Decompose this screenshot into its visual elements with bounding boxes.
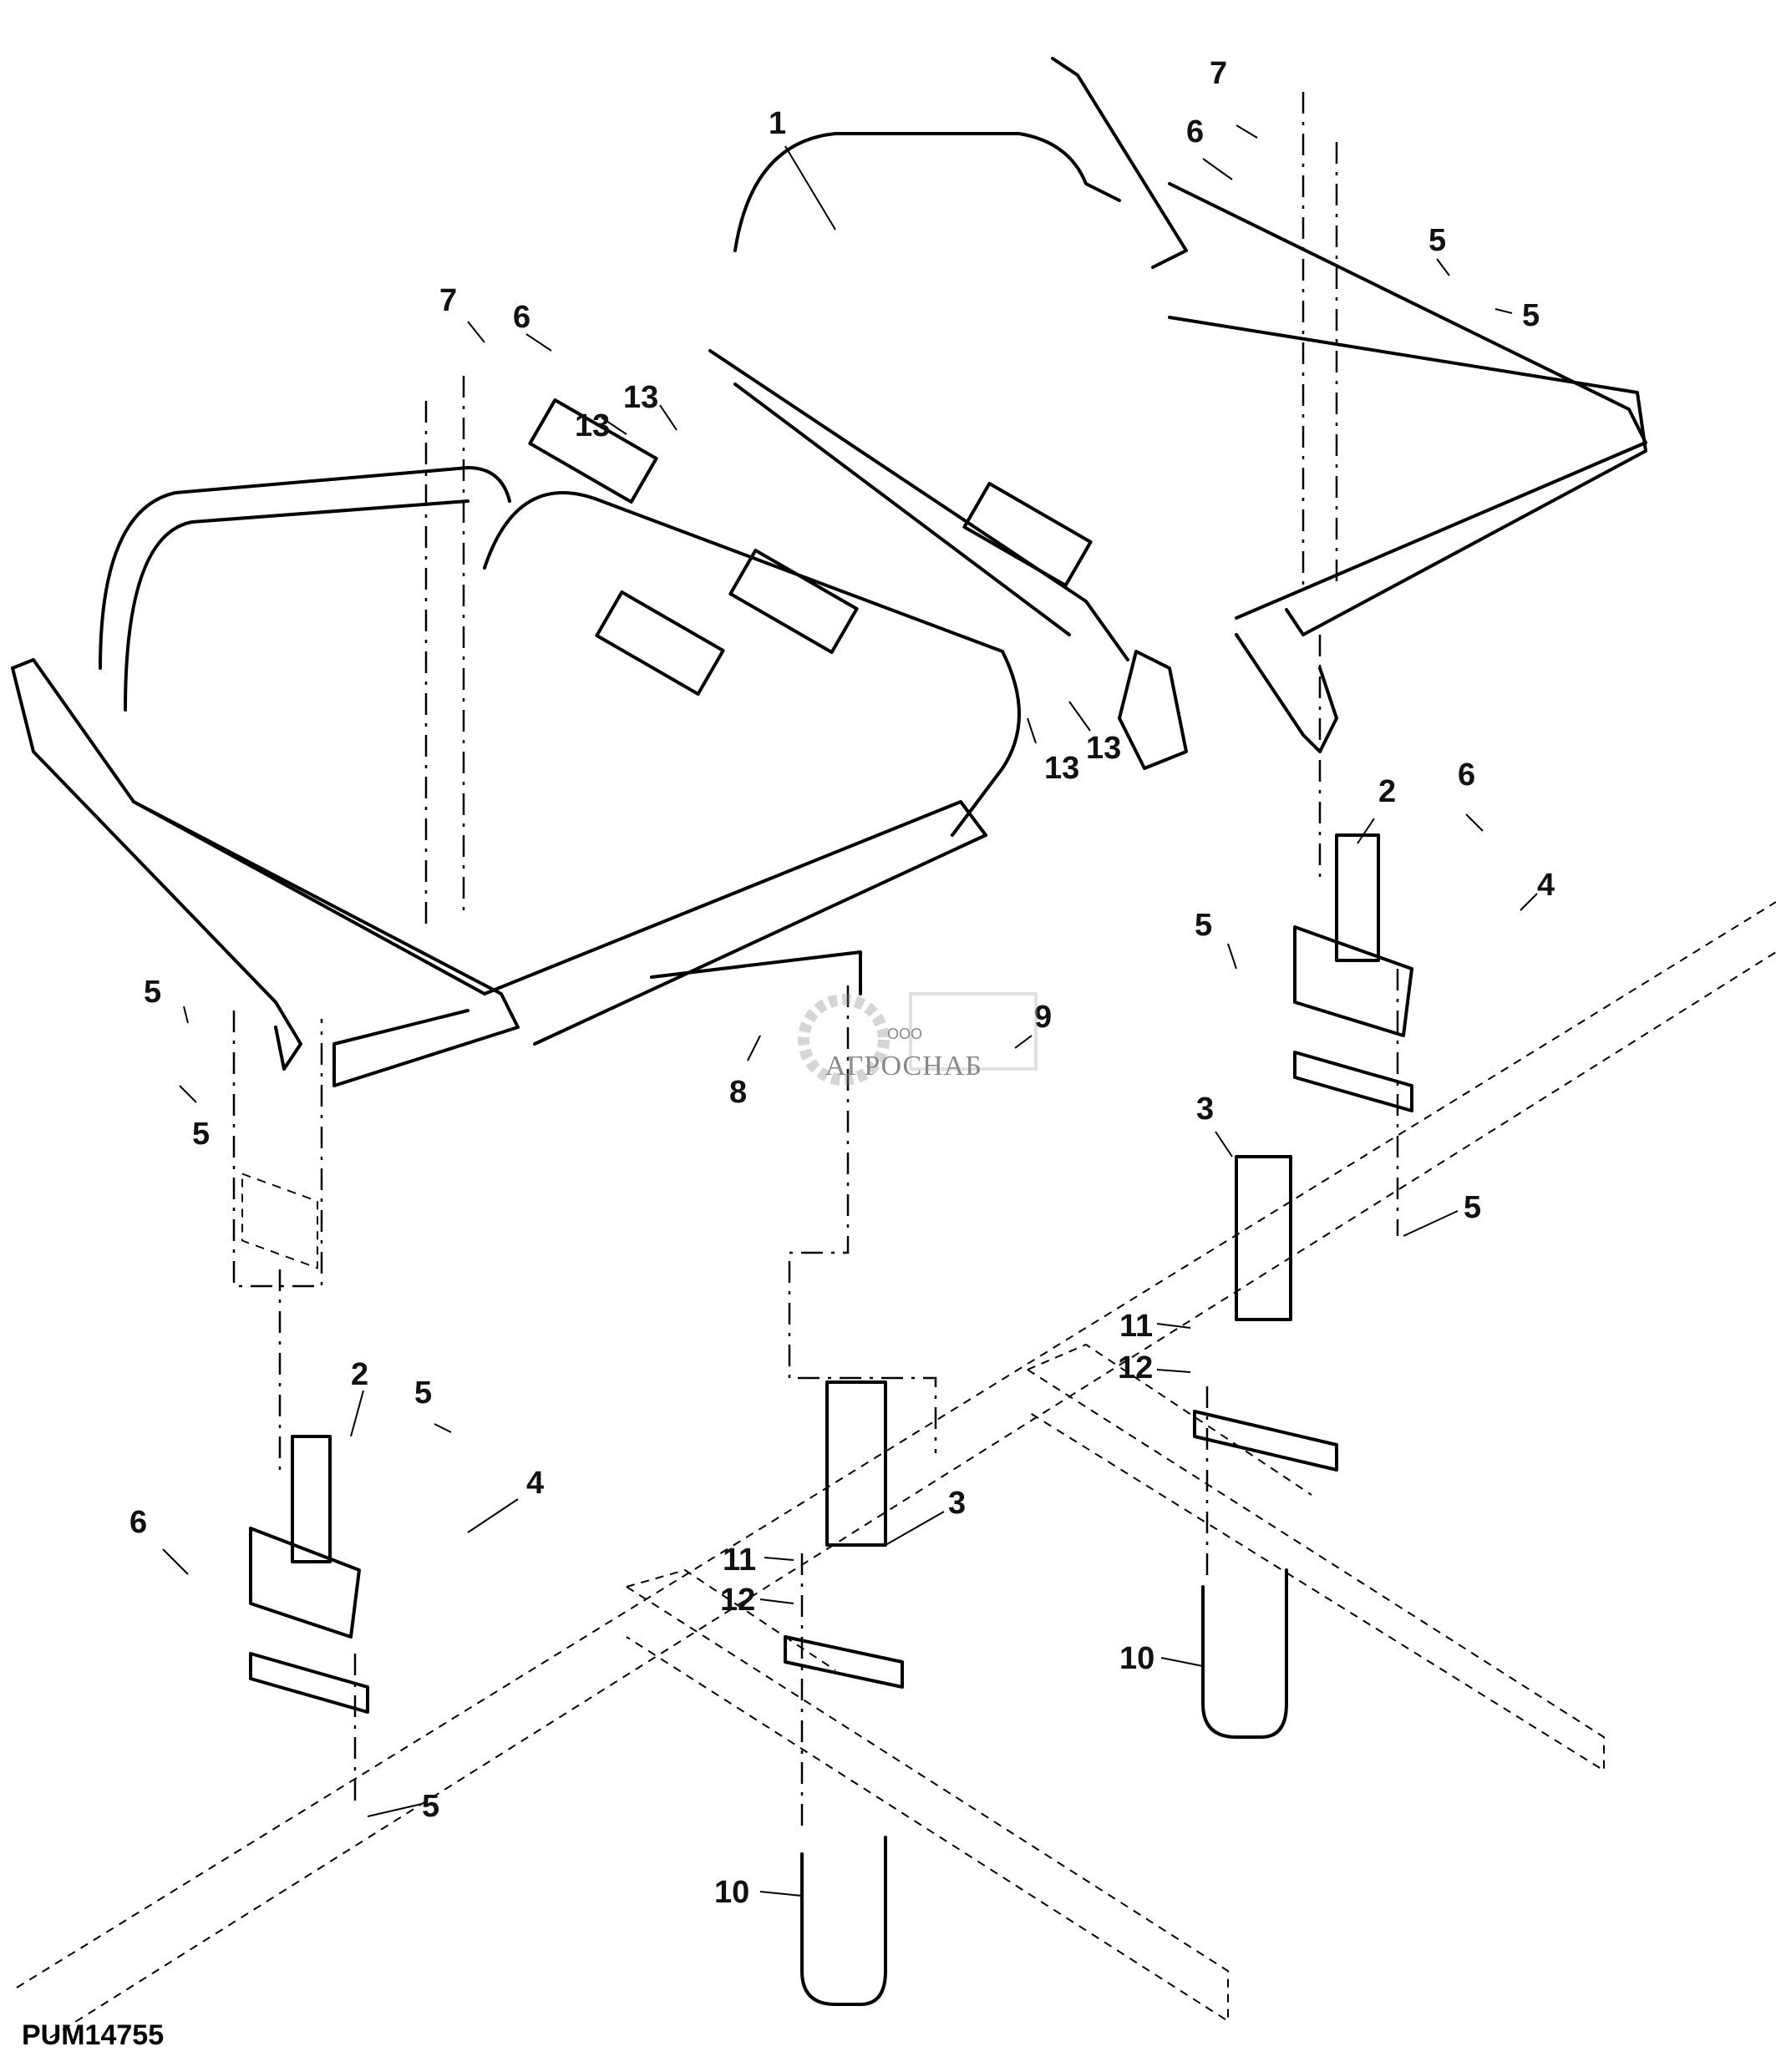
callout-6: 6	[129, 1505, 147, 1540]
callout-13: 13	[1044, 751, 1079, 786]
leader-lines	[162, 124, 1538, 1897]
callout-2: 2	[1378, 774, 1396, 809]
callout-5: 5	[192, 1117, 210, 1152]
figure-id: PUM14755	[22, 2019, 165, 2051]
callout-13: 13	[1086, 731, 1121, 766]
callout-4: 4	[1537, 868, 1555, 903]
callout-6: 6	[1186, 114, 1204, 149]
main-frame	[11, 57, 1647, 1087]
watermark-ooo: ООО	[887, 1026, 923, 1042]
watermark-text: АГРОСНАБ	[825, 1051, 982, 1082]
callout-7: 7	[1210, 56, 1227, 91]
callout-3: 3	[1196, 1092, 1214, 1127]
callout-12: 12	[720, 1583, 755, 1618]
callout-12: 12	[1118, 1350, 1153, 1386]
callout-7: 7	[439, 283, 457, 318]
callout-13: 13	[575, 408, 610, 443]
callout-5: 5	[422, 1789, 439, 1824]
callout-11: 11	[1119, 1309, 1153, 1344]
callout-9: 9	[1034, 1000, 1052, 1035]
callout-5: 5	[1428, 223, 1446, 258]
callout-10: 10	[1119, 1641, 1154, 1676]
callout-labels: 1 7 6 5 5 7 6 13 13 13 13 2 6 4 5 5 5 8 …	[129, 56, 1555, 1910]
watermark-logo	[794, 977, 1044, 1102]
callout-6: 6	[1458, 757, 1475, 793]
stands	[249, 833, 1413, 2006]
callout-5: 5	[1464, 1190, 1481, 1225]
alignment-lines	[232, 92, 1399, 1829]
callout-13: 13	[623, 380, 658, 415]
callout-10: 10	[714, 1875, 749, 1910]
callout-5: 5	[1522, 298, 1540, 333]
callout-3: 3	[948, 1486, 966, 1521]
gear-icon	[798, 992, 1038, 1086]
callout-8: 8	[729, 1075, 747, 1110]
callout-2: 2	[351, 1357, 368, 1392]
callout-1: 1	[769, 106, 786, 141]
callout-5: 5	[1195, 908, 1212, 943]
callout-5: 5	[414, 1375, 432, 1411]
callout-11: 11	[723, 1543, 756, 1578]
callout-4: 4	[526, 1466, 544, 1501]
callout-5: 5	[144, 975, 161, 1010]
callout-6: 6	[513, 300, 530, 335]
